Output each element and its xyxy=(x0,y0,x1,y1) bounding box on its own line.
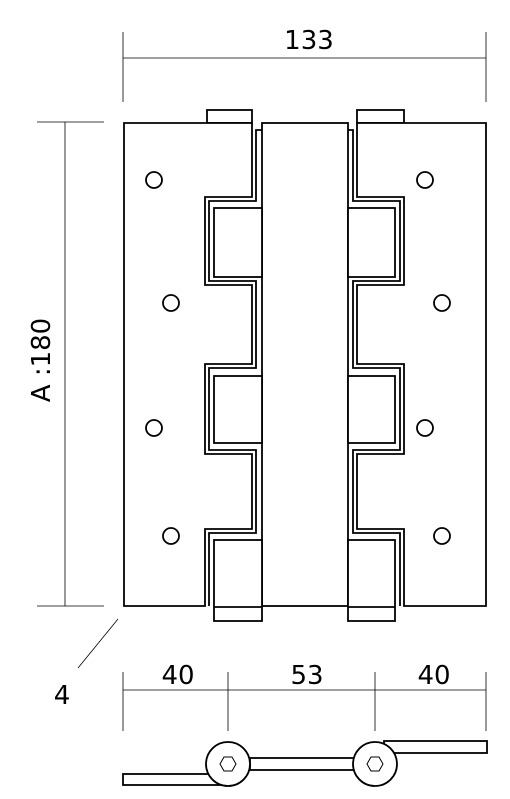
screw-hole xyxy=(416,419,434,437)
plan-right-leaf xyxy=(383,740,488,754)
right-knuckle-1 xyxy=(347,207,396,278)
hinge-front-view xyxy=(123,109,487,622)
left-top-cap xyxy=(206,109,253,124)
right-top-cap xyxy=(356,109,405,124)
segment-dimensions xyxy=(122,672,487,731)
right-knuckle-outline xyxy=(348,129,401,606)
overall-width-label: 133 xyxy=(284,26,334,56)
screw-hole xyxy=(162,527,180,545)
left-knuckle-2 xyxy=(213,375,263,444)
right-knuckle-3 xyxy=(347,539,396,622)
screw-hole xyxy=(145,171,163,189)
right-knuckle-2 xyxy=(347,375,396,444)
left-pivot-barrel xyxy=(205,741,251,787)
left-hex-socket-icon xyxy=(219,756,237,772)
screw-hole xyxy=(416,171,434,189)
hinge-plan-view xyxy=(122,740,488,787)
right-leaf xyxy=(356,122,487,607)
thickness-leader xyxy=(77,618,119,669)
center-width-label: 53 xyxy=(290,661,323,691)
screw-hole xyxy=(433,527,451,545)
screw-hole xyxy=(162,294,180,312)
left-knuckle-3 xyxy=(213,539,263,622)
right-hex-socket-icon xyxy=(366,756,384,772)
thickness-label: 4 xyxy=(54,681,71,711)
left-leaf xyxy=(123,122,253,607)
left-knuckle-1 xyxy=(213,207,263,278)
screw-hole xyxy=(145,419,163,437)
height-dimension xyxy=(37,121,104,607)
left-knuckle-outline xyxy=(208,129,262,606)
center-plate xyxy=(261,122,349,607)
height-label: A :180 xyxy=(27,318,57,402)
right-leaf-width-label: 40 xyxy=(417,661,450,691)
overall-width-dimension xyxy=(122,32,487,102)
plan-center-plate xyxy=(249,757,355,771)
right-pivot-barrel xyxy=(352,741,398,787)
screw-hole xyxy=(433,294,451,312)
left-leaf-width-label: 40 xyxy=(161,661,194,691)
